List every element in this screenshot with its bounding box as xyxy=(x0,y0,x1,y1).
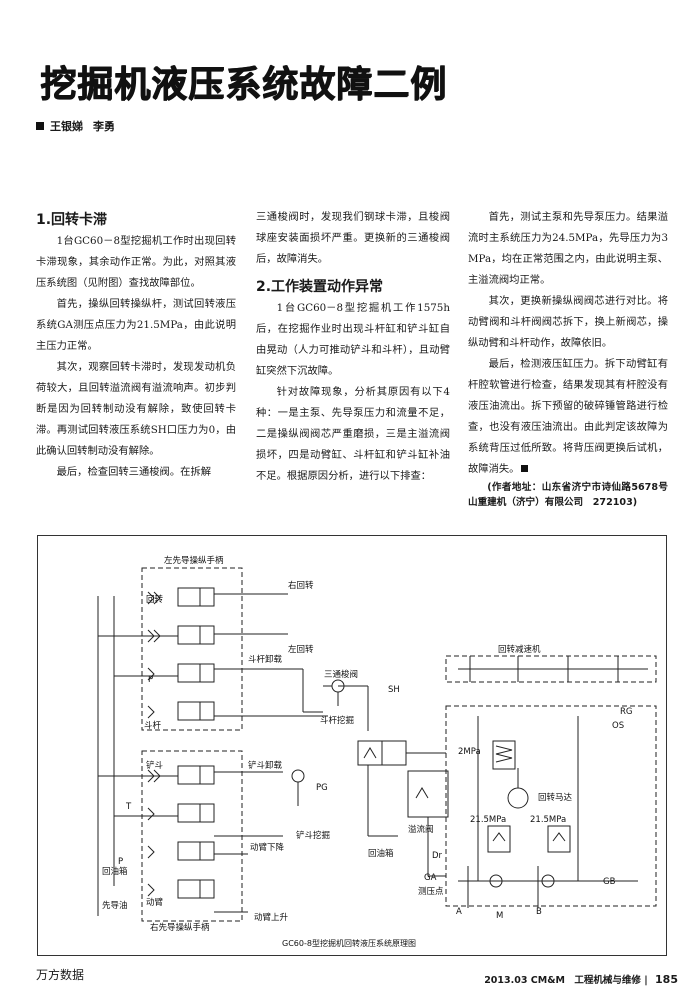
paragraph-text: 最后，检测液压缸压力。拆下动臂缸有杆腔软管进行检查，结果发现其有杆腔没有液压油流… xyxy=(468,358,668,475)
paragraph: 其次，观察回转卡滞时，发现发动机负荷较大，且回转溢流阀有溢流响声。初步判断是因为… xyxy=(36,361,236,457)
label-rg: RG xyxy=(620,707,633,717)
figure-caption: GC60-8型挖掘机回转液压系统原理图 xyxy=(282,938,416,948)
pg-port xyxy=(291,769,305,783)
label-right-slew: 右回转 xyxy=(288,580,314,591)
label-slew-reducer: 回转减速机 xyxy=(498,644,541,655)
author-address: (作者地址：山东省济宁市诗仙路5678号 山重建机（济宁）有限公司 272103… xyxy=(468,482,678,508)
label-b: B xyxy=(536,907,542,917)
footer-journal: 2013.03 CM&M 工程机械与维修 | 185 xyxy=(484,973,678,986)
label-return-tank: 回油箱 xyxy=(368,848,394,859)
paragraph: 针对故障现象，分析其原因有以下4种：一是主泵、先导泵压力和流量不足，二是操纵阀阀… xyxy=(256,386,450,482)
paragraph: 最后，检测液压缸压力。拆下动臂缸有杆腔软管进行检查，结果发现其有杆腔没有液压油流… xyxy=(468,354,668,480)
label-a: A xyxy=(456,907,462,917)
label-ga: GA xyxy=(424,873,437,883)
label-boom: 动臂 xyxy=(146,897,164,908)
label-p-bottom: P xyxy=(118,857,123,867)
label-boom-up: 动臂上升 xyxy=(254,912,289,923)
relief-valve-a xyxy=(487,825,511,853)
label-m: M xyxy=(496,911,503,921)
label-os: OS xyxy=(612,721,624,731)
author-name: 李勇 xyxy=(93,120,115,133)
label-bucket: 铲斗 xyxy=(146,760,164,771)
label-bucket-unload: 铲斗卸载 xyxy=(248,760,283,771)
label-t: T xyxy=(125,802,132,812)
label-slew: 回转 xyxy=(146,594,164,605)
label-21-5mpa-a: 21.5MPa xyxy=(470,815,506,825)
left-pilot-handle-box xyxy=(141,567,243,731)
paragraph: 最后，检查回转三通梭阀。在拆解 xyxy=(56,466,212,478)
section-heading: 1.回转卡滞 xyxy=(36,212,108,228)
pilot-valve-group-right xyxy=(147,765,215,899)
label-2mpa: 2MPa xyxy=(458,747,481,757)
feed-lines xyxy=(98,593,328,913)
label-test-point: 测压点 xyxy=(418,887,444,897)
label-21-5mpa-b: 21.5MPa xyxy=(530,815,566,825)
relief-valve-b xyxy=(547,825,571,853)
end-mark-icon xyxy=(521,465,529,472)
paragraph: 首先，操纵回转操纵杆，测试回转液压系统GA测压点压力为21.5MPa，由此说明主… xyxy=(36,298,236,352)
label-arm-dig: 斗杆挖掘 xyxy=(320,715,354,726)
label-left-pilot-handle: 左先导操纵手柄 xyxy=(164,555,224,566)
label-return-tank-left: 回油箱 xyxy=(102,866,128,877)
slew-motor-symbol xyxy=(507,787,529,809)
label-right-pilot-handle: 右先导操纵手柄 xyxy=(150,922,210,933)
paragraph: 1台GC60－8型挖掘机工作时出现回转卡滞现象，其余动作正常。为此，对照其液压系… xyxy=(36,235,236,289)
label-arm: 斗杆 xyxy=(144,720,162,731)
label-dr: Dr xyxy=(432,851,443,861)
hydraulic-schematic-figure: 左先导操纵手柄 回转 右回转 左回转 斗杆卸载 斗杆 三通梭阀 斗杆挖掘 铲斗 … xyxy=(37,535,667,956)
section-heading: 2.工作装置动作异常 xyxy=(256,279,384,295)
author-name: 王银娣 xyxy=(50,120,83,133)
pilot-valve-group-left xyxy=(147,587,215,721)
brake-spring xyxy=(492,740,516,770)
schematic-diagram: 左先导操纵手柄 回转 右回转 左回转 斗杆卸载 斗杆 三通梭阀 斗杆挖掘 铲斗 … xyxy=(97,555,657,948)
label-sh: SH xyxy=(388,685,400,695)
slew-reducer-box xyxy=(445,655,657,683)
label-left-slew: 左回转 xyxy=(288,644,314,655)
square-bullet-icon xyxy=(36,122,44,130)
label-p-top: P xyxy=(148,675,153,685)
text-column-1: 1.回转卡滞 1台GC60－8型挖掘机工作时出现回转卡滞现象，其余动作正常。为此… xyxy=(36,207,236,483)
label-arm-unload: 斗杆卸载 xyxy=(248,654,283,665)
paragraph: 首先，测试主泵和先导泵压力。结果溢流时主系统压力为24.5MPa，先导压力为3 … xyxy=(468,211,668,286)
relief-valve xyxy=(407,770,449,818)
text-column-3: 首先，测试主泵和先导泵压力。结果溢流时主系统压力为24.5MPa，先导压力为3 … xyxy=(468,207,678,510)
paragraph: 1台GC60－8型挖掘机工作1575h后，在挖掘作业时出现斗杆缸和铲斗缸自由晃动… xyxy=(256,302,450,377)
label-slew-motor: 回转马达 xyxy=(538,792,573,803)
author-line: 王银娣李勇 xyxy=(36,118,125,134)
slew-motor-box xyxy=(445,705,657,907)
page-number: 185 xyxy=(655,973,678,986)
article-title: 挖掘机液压系统故障二例 xyxy=(40,64,448,105)
label-boom-down: 动臂下降 xyxy=(250,842,285,853)
label-gb: GB xyxy=(603,877,616,887)
label-pg: PG xyxy=(316,783,328,793)
label-shuttle-valve: 三通梭阀 xyxy=(324,669,358,680)
paragraph: 其次，更换新操纵阀阀芯进行对比。将动臂阀和斗杆阀阀芯拆下，换上新阀芯，操纵动臂和… xyxy=(468,295,668,349)
label-pilot-oil: 先导油 xyxy=(102,900,128,911)
label-relief-valve: 溢流阀 xyxy=(408,824,434,835)
journal-name: 2013.03 CM&M 工程机械与维修 xyxy=(484,975,641,986)
footer-source: 万方数据 xyxy=(36,968,85,982)
label-bucket-dig: 铲斗挖掘 xyxy=(296,830,330,841)
text-column-2: 三通梭阀时，发现我们钢球卡滞，且梭阀球座安装面损坏严重。更换新的三通梭阀后，故障… xyxy=(256,207,450,487)
paragraph: 三通梭阀时，发现我们钢球卡滞，且梭阀球座安装面损坏严重。更换新的三通梭阀后，故障… xyxy=(256,211,450,265)
